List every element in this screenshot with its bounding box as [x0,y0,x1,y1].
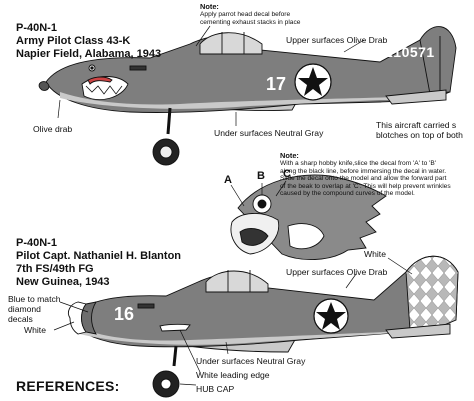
aircraft-1-upper-surfaces-label: Upper surfaces Olive Drab [286,35,388,45]
aircraft-2-side-view [67,255,459,398]
note2-text: With a sharp hobby knife,slice the decal… [280,160,451,198]
aircraft-1-fuselage-code: 17 [266,74,287,94]
note2-label-c: C [283,168,291,180]
parrot-head-decal [230,174,387,261]
aircraft-2-fuselage-code: 16 [114,304,135,324]
aircraft-2-leader-lines [53,257,413,386]
aircraft-1-under-surfaces-label: Under surfaces Neutral Gray [214,128,324,138]
aircraft-1-model: P-40N-1 [16,22,57,34]
aircraft-2-upper-surfaces-label: Upper surfaces Olive Drab [286,267,388,277]
aircraft-2-canopy [205,270,269,293]
aircraft-2-white-nose-label: White [24,325,46,335]
note2-arrows [230,180,287,207]
aircraft-1-note-title: Note: [200,2,219,11]
aircraft-2-white-tail-label: White [364,249,386,259]
aircraft-2-blue-label: Blue to match diamond decals [8,294,61,324]
aircraft-2-pilot: Pilot Capt. Nathaniel H. Blanton [16,250,182,262]
aircraft-2-leading-edge-label: White leading edge [196,370,270,380]
aircraft-2-model: P-40N-1 [16,237,57,249]
aircraft-1-unit: Army Pilot Class 43-K [16,35,131,47]
aircraft-1-canopy [199,32,263,55]
aircraft-1-blotch-label: This aircraft carried s blotches on top … [376,120,463,140]
aircraft-1-side-view [38,26,457,166]
aircraft-2-star-insignia [313,298,349,334]
note2-title: Note: [280,151,299,160]
aircraft-2-blue-band [81,301,97,335]
note2-label-a: A [224,174,232,186]
references-heading: REFERENCES: [16,378,120,394]
aircraft-1-note-text: Apply parrot head decal before cementing… [200,11,301,26]
aircraft-1-tail-fin [419,26,457,95]
hub-cap [160,378,172,390]
aircraft-2-diamond-tail [405,255,459,331]
aircraft-2-hubcap-label: HUB CAP [196,384,235,394]
aircraft-1-leader-lines [57,25,365,126]
aircraft-2-under-surfaces-label: Under surfaces Neutral Gray [196,356,306,366]
aircraft-2-location: New Guinea, 1943 [16,276,110,288]
note2-label-b: B [257,170,265,182]
aircraft-1-olive-drab-label: Olive drab [33,124,73,134]
aircraft-2-unit: 7th FS/49th FG [16,263,94,275]
aircraft-1-star-insignia [294,63,332,101]
aircraft-1-tail-serial: 210571 [385,44,435,60]
aircraft-1-location: Napier Field, Alabama, 1943 [16,48,162,60]
